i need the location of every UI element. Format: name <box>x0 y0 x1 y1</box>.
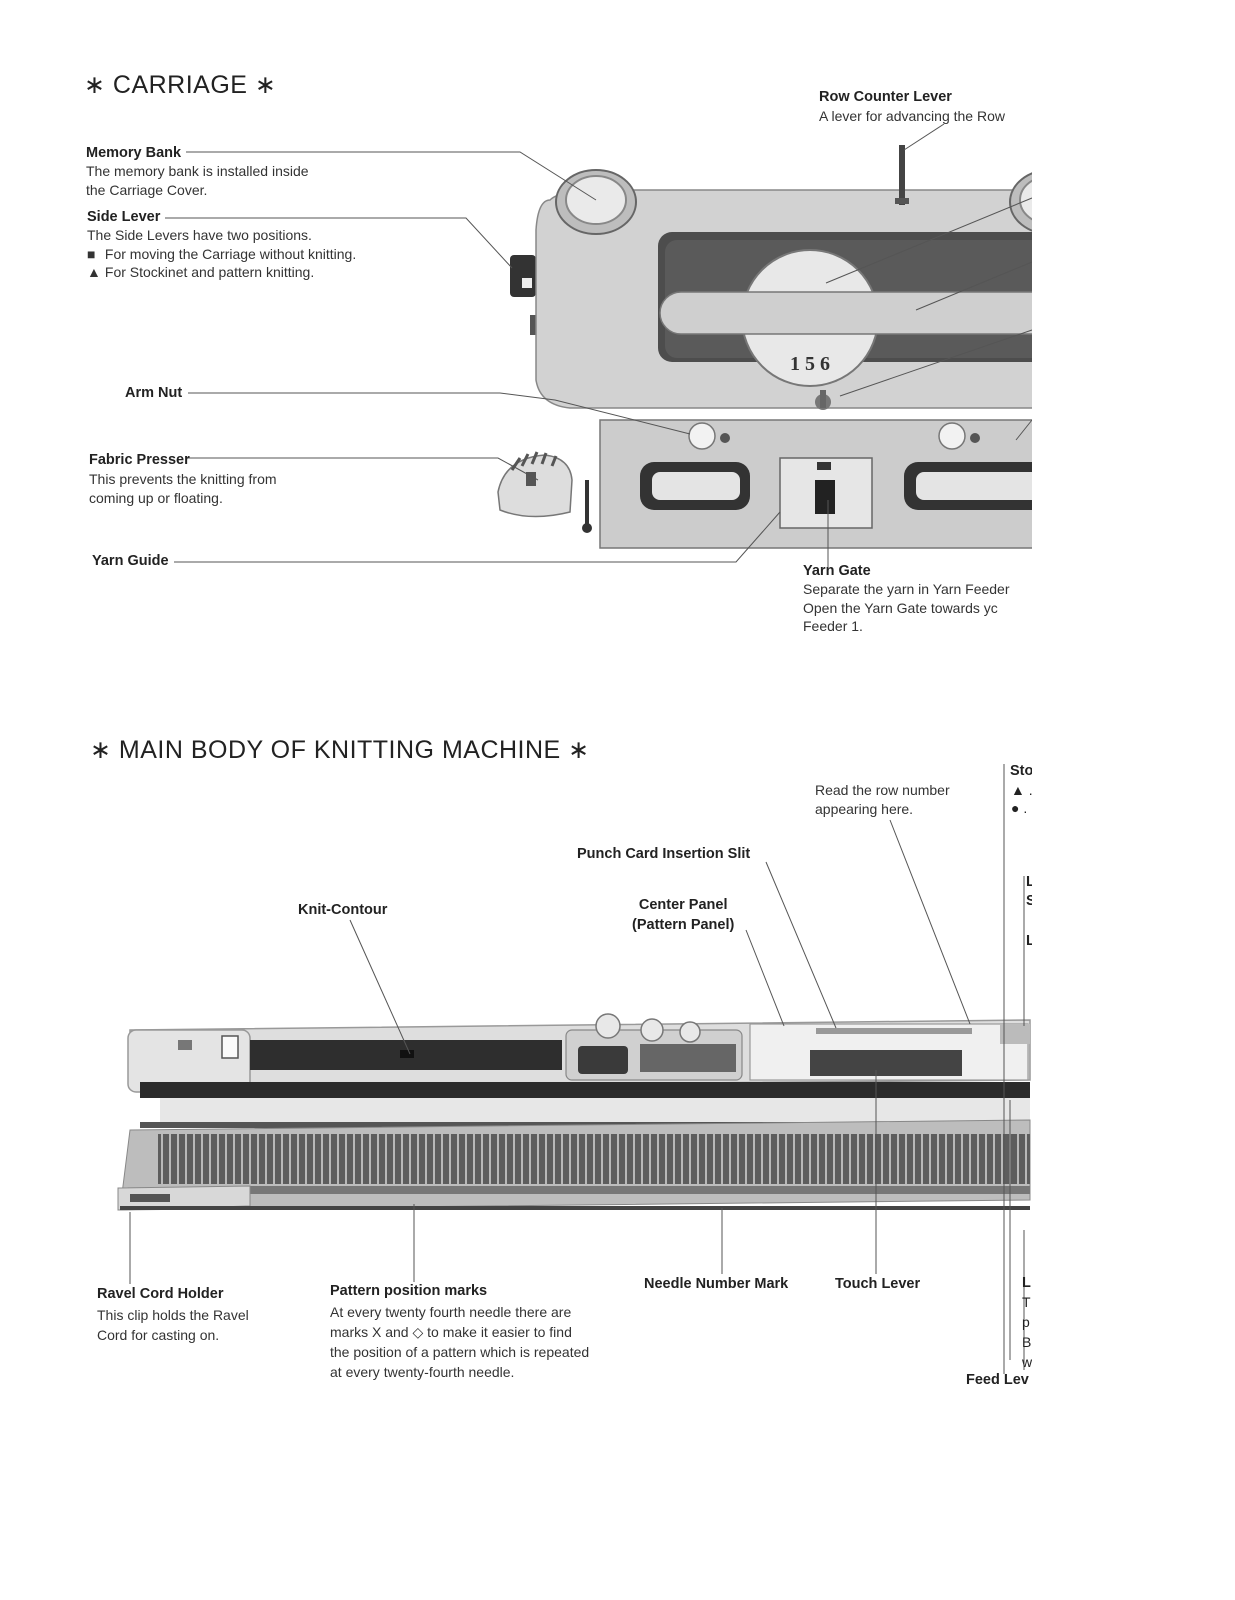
feed-lever-label: Feed Lev <box>966 1372 1029 1388</box>
yarn-gate-desc: Separate the yarn in Yarn Feeder Open th… <box>803 581 1010 634</box>
arm-nut-label: Arm Nut <box>125 385 183 401</box>
machine-illustration <box>117 1013 1031 1211</box>
fabric-presser-label: Fabric Presser <box>89 452 190 468</box>
scan-blank-margin-bottom <box>0 1462 1235 1600</box>
fragment-l1: L <box>1026 874 1035 890</box>
center-panel-label: Center Panel (Pattern Panel) <box>632 897 735 933</box>
memory-bank-label: Memory Bank <box>86 145 182 161</box>
fragment-sto: Sto <box>1010 763 1034 779</box>
fragment-p: p <box>1022 1314 1030 1330</box>
ravel-cord-holder-desc: This clip holds the Ravel Cord for casti… <box>97 1307 249 1343</box>
fragment-dot: ● . <box>1011 800 1028 816</box>
main-body-heading: ∗ MAIN BODY OF KNITTING MACHINE ∗ <box>90 736 590 764</box>
dial-numbers: 1 5 6 <box>790 353 830 375</box>
needle-number-mark-label: Needle Number Mark <box>644 1276 789 1292</box>
triangle-icon: ▲ <box>87 264 101 280</box>
side-lever-label: Side Lever <box>87 209 161 225</box>
fragment-l2: L <box>1026 933 1035 949</box>
fragment-l3: L <box>1022 1275 1031 1291</box>
row-counter-lever-desc: A lever for advancing the Row <box>819 108 1005 124</box>
memory-bank-desc: The memory bank is installed inside the … <box>86 163 309 198</box>
carriage-illustration: 1 5 6 <box>497 145 1050 549</box>
fabric-presser-desc: This prevents the knitting from coming u… <box>89 471 277 506</box>
yarn-gate-label: Yarn Gate <box>803 563 871 579</box>
fragment-s1: S <box>1026 893 1036 909</box>
pattern-position-marks-label: Pattern position marks <box>330 1283 488 1299</box>
scan-blank-margin-right <box>1032 0 1235 1600</box>
carriage-heading: ∗ CARRIAGE ∗ <box>84 71 277 99</box>
fragment-w: w <box>1022 1354 1033 1370</box>
ravel-cord-holder-label: Ravel Cord Holder <box>97 1286 224 1302</box>
row-number-note: Read the row number appearing here. <box>815 782 950 817</box>
touch-lever-label: Touch Lever <box>835 1276 921 1292</box>
pattern-position-marks-desc: At every twenty fourth needle there are … <box>330 1304 590 1380</box>
fragment-b: B <box>1022 1334 1032 1350</box>
knit-contour-label: Knit-Contour <box>298 902 388 918</box>
punch-card-slit-label: Punch Card Insertion Slit <box>577 846 751 862</box>
square-icon: ■ <box>87 245 96 262</box>
yarn-guide-label: Yarn Guide <box>92 553 169 569</box>
side-lever-desc: The Side Levers have two positions. ■ Fo… <box>87 227 357 280</box>
fragment-triangle: ▲ . <box>1011 782 1033 798</box>
fragment-t: T <box>1022 1294 1031 1310</box>
row-counter-lever-label: Row Counter Lever <box>819 89 952 105</box>
